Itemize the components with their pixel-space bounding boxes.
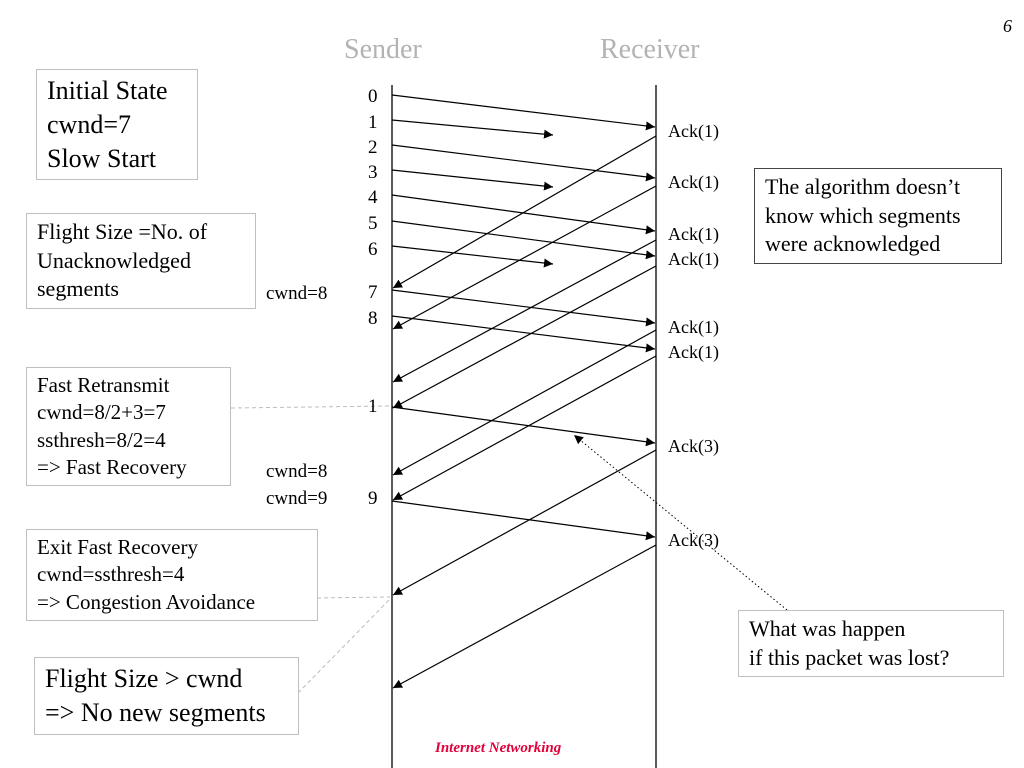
box-line: ssthresh=8/2=4 [37,427,166,452]
ack-label: Ack(1) [668,224,719,244]
box-line: => Fast Recovery [37,454,187,479]
box-line: Flight Size > cwnd [45,664,243,693]
segment-label-5: 5 [368,213,378,234]
segment-arrow-1-retransmit [391,406,656,447]
segment-arrow-7 [391,289,656,327]
ack-arrow-4 [392,265,657,409]
box-line: were acknowledged [765,231,941,257]
segment-arrow-5 [391,220,656,260]
fast-retransmit-connector [230,405,391,409]
box-line: cwnd=ssthresh=4 [37,562,185,587]
segment-label-7: 7 [368,282,378,303]
box-line: The algorithm doesn’t [765,174,961,199]
segment-label-9: 9 [368,488,378,509]
ack-arrow-1 [392,135,657,289]
segment-arrow-1-lost [391,119,554,139]
ack-arrow-6 [392,355,657,501]
ack-arrow-2 [392,185,657,330]
box-line: Unacknowledged [37,247,191,273]
box-line: Slow Start [47,143,157,173]
fast-retransmit-box: Fast Retransmit cwnd=8/2+3=7 ssthresh=8/… [26,367,231,487]
ack-arrow-5 [392,329,657,476]
box-line: Fast Retransmit [37,373,170,397]
receiver-header: Receiver [600,34,700,65]
box-line: if this packet was lost? [749,644,950,670]
page-number: 6 [1003,16,1012,36]
ack-label: Ack(1) [668,342,719,362]
flight-size-connector [297,598,391,694]
flight-size-exceeds-box: Flight Size > cwnd => No new segments [34,657,299,735]
ack-arrow-3 [392,239,657,383]
ack-label: Ack(1) [668,317,719,337]
segment-arrow-6 [391,245,554,268]
ack-label: Ack(3) [668,436,719,456]
box-line: segments [37,276,119,302]
segment-label-3: 3 [368,162,378,183]
ack-label: Ack(1) [668,249,719,269]
box-line: know which segments [765,202,961,228]
lost-packet-question-box: What was happen if this packet was lost? [738,610,1004,678]
box-line: What was happen [749,616,906,641]
segment-label-2: 2 [368,137,378,158]
ack-label: Ack(1) [668,172,719,192]
cwnd-label: cwnd=8 [266,461,328,482]
initial-state-box: Initial State cwnd=7 Slow Start [36,69,198,181]
segment-label-1: 1 [368,112,378,133]
footer-title: Internet Networking [435,740,562,756]
segment-arrow-8 [391,315,656,353]
segment-arrow-9 [391,500,656,541]
box-line: cwnd=7 [47,109,131,139]
cwnd-label: cwnd=9 [266,488,328,509]
box-line: Initial State [47,76,168,105]
segment-arrow-2 [391,144,656,182]
ack-label: Ack(3) [668,530,719,550]
segment-arrow-0 [391,94,656,131]
segment-label-4: 4 [368,187,378,208]
segment-label-1-retransmit: 1 [368,396,378,417]
segment-arrow-3 [391,169,554,191]
box-line: => No new segments [45,697,266,727]
flight-size-box: Flight Size =No. of Unacknowledged segme… [26,213,256,309]
ack-arrow-8 [392,544,657,689]
box-line: => Congestion Avoidance [37,589,256,614]
exit-fast-recovery-box: Exit Fast Recovery cwnd=ssthresh=4 => Co… [26,529,318,621]
box-line: Flight Size =No. of [37,219,208,244]
segment-label-6: 6 [368,239,378,260]
cwnd-label: cwnd=8 [266,283,328,304]
exit-recovery-connector [316,596,391,599]
sender-header: Sender [344,34,422,65]
segment-label-0: 0 [368,86,378,107]
ack-label: Ack(1) [668,121,719,141]
segment-label-8: 8 [368,308,378,329]
ack-arrow-7 [392,449,657,596]
box-line: cwnd=8/2+3=7 [37,400,166,425]
box-line: Exit Fast Recovery [37,535,198,559]
algorithm-note-box: The algorithm doesn’t know which segment… [754,168,1002,264]
lost-packet-pointer [573,434,788,611]
